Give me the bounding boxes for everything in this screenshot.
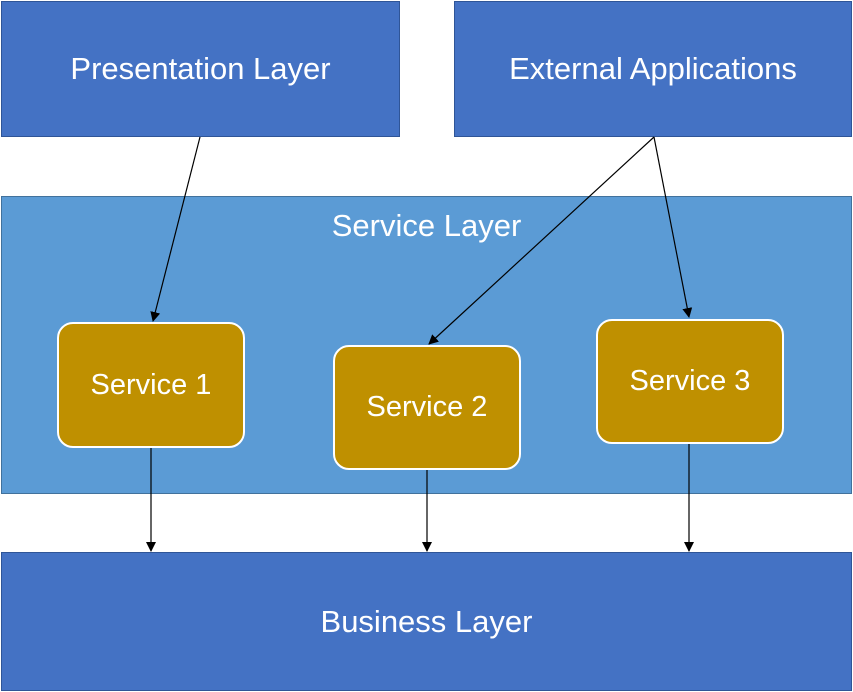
service-3-label: Service 3	[629, 365, 751, 397]
business-layer-label: Business Layer	[320, 603, 533, 639]
presentation-layer-box: Presentation Layer	[1, 1, 400, 137]
presentation-layer-label: Presentation Layer	[70, 51, 331, 86]
service-layer-label: Service Layer	[331, 208, 522, 243]
service-2-box: Service 2	[333, 345, 521, 470]
service-3-box: Service 3	[596, 319, 784, 444]
service-2-label: Service 2	[366, 391, 488, 423]
service-1-box: Service 1	[57, 322, 245, 448]
external-applications-label: External Applications	[509, 51, 797, 86]
external-applications-box: External Applications	[454, 1, 852, 137]
business-layer-box: Business Layer	[1, 552, 852, 691]
service-1-label: Service 1	[90, 368, 212, 401]
